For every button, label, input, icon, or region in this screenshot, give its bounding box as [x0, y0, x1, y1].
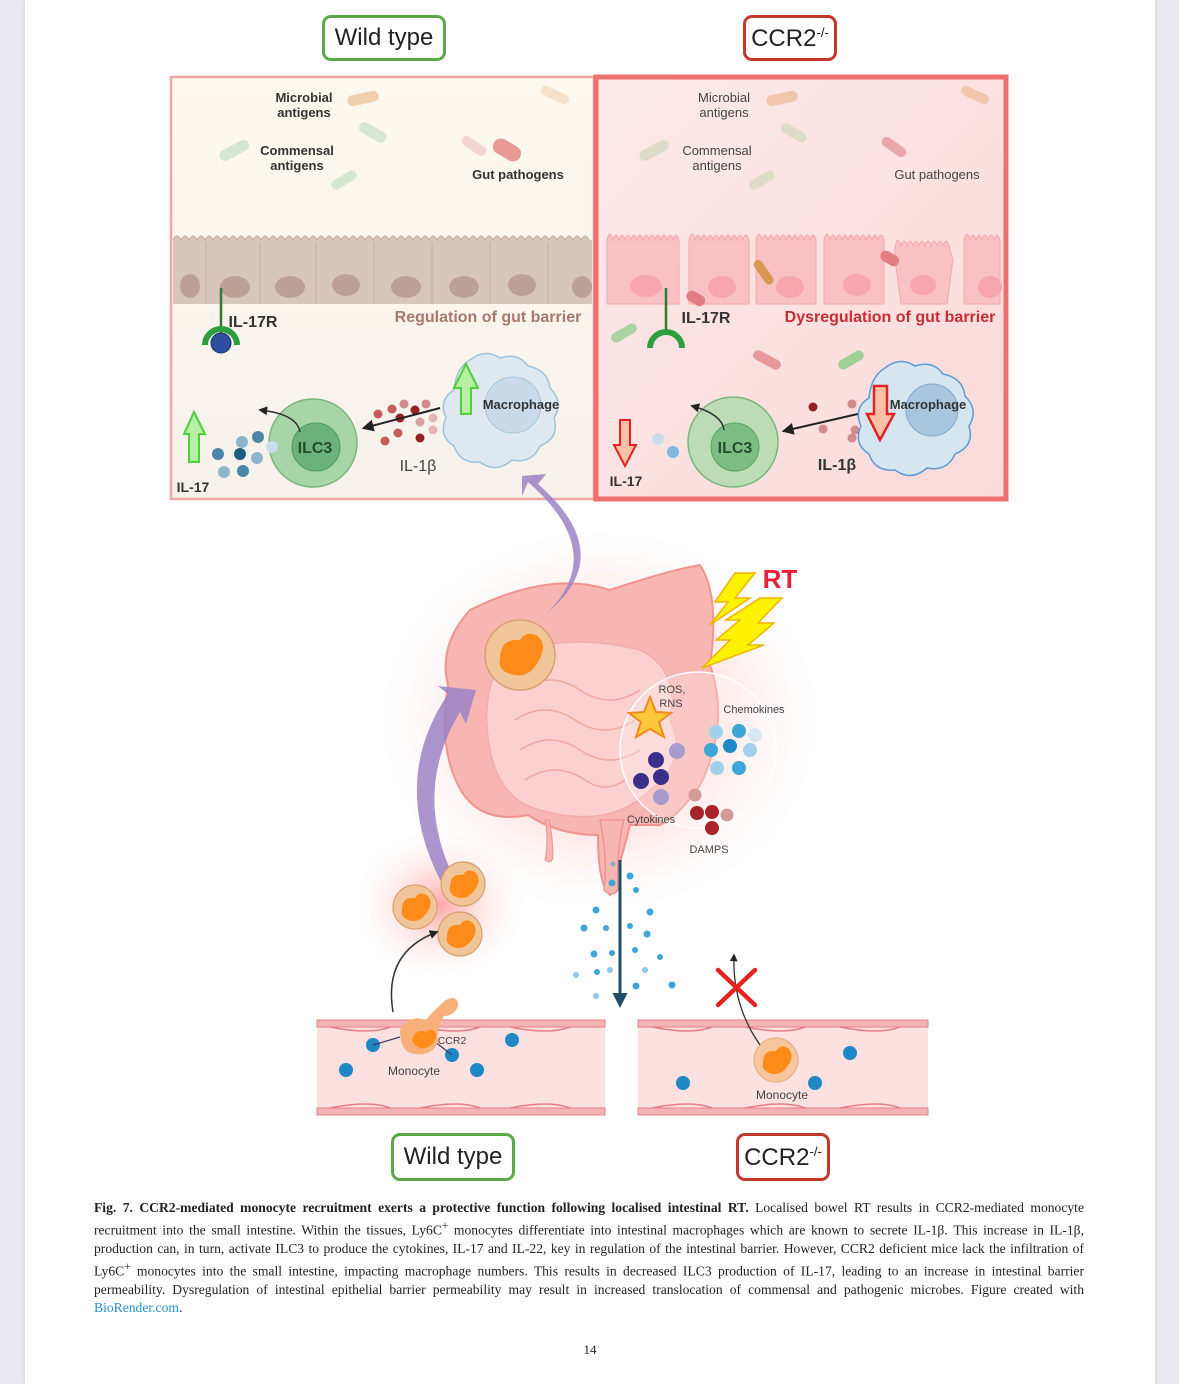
blocked-x-icon — [715, 967, 758, 1008]
ilc3-cell-icon — [687, 396, 779, 488]
ko-macrophage-label: Macrophage — [890, 397, 967, 412]
decrease-arrow-icon — [864, 384, 897, 443]
center-labels: RT ROS, RNS Chemokines Cytokines DAMPS M… — [388, 564, 808, 1102]
label-second-line: antigens — [270, 158, 323, 173]
biorender-link[interactable]: BioRender.com — [94, 1300, 179, 1316]
ros-label: ROS, — [659, 684, 686, 696]
ccr2-knockout-blood-vessel — [637, 953, 929, 1116]
il17-receptor-icon — [647, 288, 685, 349]
wt-ccr2-label: CCR2 — [438, 1035, 467, 1047]
caption-title: CCR2-mediated monocyte recruitment exert… — [139, 1200, 749, 1215]
epithelial-layer — [172, 235, 592, 304]
wild-type-panel — [169, 75, 596, 501]
ccr2-ko-top-label: CCR2-/- — [743, 15, 837, 61]
ros-star-icon — [626, 694, 674, 740]
ko-barrier-label: Dysregulation of gut barrier — [785, 309, 996, 326]
ko-il1b-label: IL-1β — [818, 457, 856, 474]
ilc3-cell-icon — [258, 398, 358, 488]
wild-type-top-label: Wild type — [322, 15, 446, 61]
decrease-arrow-icon — [612, 419, 638, 469]
cytokines-label: Cytokines — [627, 814, 676, 826]
page-number: 14 — [583, 1342, 597, 1357]
ko-il17-label: IL-17 — [610, 473, 643, 489]
wt-ilc3-label: ILC3 — [298, 440, 333, 457]
ccr2-knockout-panel — [593, 74, 1009, 502]
il17-molecules — [212, 431, 278, 478]
radiation-lightning-icon — [701, 572, 784, 669]
wild-type-blood-vessel — [316, 998, 606, 1116]
il17-receptor-icon — [202, 288, 240, 354]
increase-arrow-icon — [182, 409, 207, 463]
label-second-line: antigens — [277, 105, 330, 120]
caption-fig-label: Fig. 7. — [94, 1200, 133, 1215]
ko-ilc3-label: ILC3 — [718, 440, 753, 457]
wt-il17r-label: IL-17R — [229, 314, 278, 331]
wt-il1b-label: IL-1β — [400, 458, 437, 475]
ccr2-ko-bottom-label: CCR2-/- — [736, 1133, 830, 1181]
cytokine-molecules — [633, 743, 685, 805]
mediators-cluster — [619, 671, 777, 835]
wt-gut-pathogens: Gut pathogens — [472, 167, 564, 182]
bacteria-icon — [219, 85, 570, 190]
wild-type-bottom-label: Wild type — [391, 1133, 515, 1181]
il1b-molecules — [361, 399, 441, 446]
damp-molecules — [688, 788, 734, 835]
figure-caption: Fig. 7. CCR2-mediated monocyte recruitme… — [94, 1200, 1084, 1316]
infiltration-arrow — [416, 686, 476, 880]
wt-monocyte-label: Monocyte — [388, 1064, 440, 1078]
ko-il17r-label: IL-17R — [682, 310, 731, 327]
rns-label: RNS — [659, 698, 682, 710]
wt-barrier-label: Regulation of gut barrier — [395, 309, 582, 326]
increase-arrow-icon — [452, 361, 480, 415]
bacteria-icon — [639, 85, 990, 190]
chemokine-molecules — [704, 724, 762, 775]
monocyte-icon — [484, 619, 556, 691]
wt-il17-label: IL-17 — [177, 479, 210, 495]
epithelial-layer — [606, 233, 1002, 307]
bacteria-icon — [611, 323, 864, 370]
monocyte-cluster — [390, 861, 486, 1013]
il17-molecules — [652, 433, 679, 458]
ko-gut-pathogens: Gut pathogens — [894, 167, 980, 182]
rt-label: RT — [763, 564, 798, 594]
damps-label: DAMPS — [689, 844, 728, 856]
recruitment-arrow — [522, 474, 581, 612]
wt-macrophage-label: Macrophage — [483, 397, 560, 412]
label-second-line: antigens — [699, 105, 749, 120]
label-second-line: antigens — [692, 158, 742, 173]
chemokines-label: Chemokines — [723, 704, 785, 716]
translocation-arrow — [573, 860, 676, 1008]
ko-monocyte-label: Monocyte — [756, 1088, 808, 1102]
